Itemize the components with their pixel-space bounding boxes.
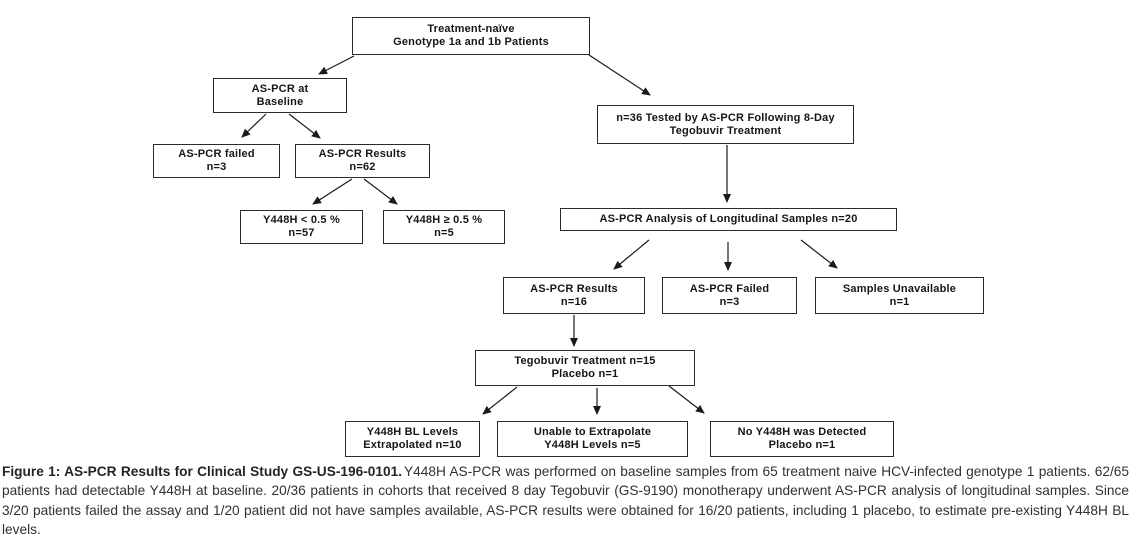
node-line: Treatment-naïve — [427, 23, 515, 35]
flow-node-unable-to-extrapolate: Unable to Extrapolate Y448H Levels n=5 — [497, 421, 688, 457]
arrow-longitudinal-20-to-aspcr-results-16 — [613, 239, 650, 270]
flow-node-aspcr-results-n62: AS-PCR Results n=62 — [295, 144, 430, 178]
arrow-aspcr-baseline-to-aspcr-failed — [241, 113, 267, 138]
flow-node-y448h-bl-levels: Y448H BL Levels Extrapolated n=10 — [345, 421, 480, 457]
node-line: Y448H BL Levels — [366, 426, 459, 438]
node-line: Genotype 1a and 1b Patients — [393, 36, 549, 48]
node-line: Y448H < 0.5 % — [263, 214, 340, 226]
flow-node-y448h-lt-05: Y448H < 0.5 % n=57 — [240, 210, 363, 244]
node-line: Placebo n=1 — [551, 368, 619, 380]
node-line: n=36 Tested by AS-PCR Following 8-Day — [616, 111, 835, 124]
figure-caption: Figure 1: AS-PCR Results for Clinical St… — [2, 462, 1129, 540]
node-line: AS-PCR Analysis of Longitudinal Samples … — [599, 213, 858, 225]
flow-node-samples-unavailable: Samples Unavailable n=1 — [815, 277, 984, 314]
flow-node-aspcr-results-n16: AS-PCR Results n=16 — [503, 277, 645, 314]
flow-node-tegobuvir-treatment: Tegobuvir Treatment n=15 Placebo n=1 — [475, 350, 695, 386]
flow-node-aspcr-failed-n3-right: AS-PCR Failed n=3 — [662, 277, 797, 314]
node-line: n=5 — [434, 227, 454, 239]
node-line: Y448H ≥ 0.5 % — [405, 214, 483, 226]
node-line: n=57 — [288, 227, 315, 239]
arrow-treatment-naive-to-n36-tested — [588, 54, 651, 96]
node-line: Baseline — [256, 95, 304, 108]
node-line: AS-PCR at — [251, 82, 309, 95]
node-line: Extrapolated n=10 — [363, 439, 462, 451]
flow-node-aspcr-failed-n3: AS-PCR failed n=3 — [153, 144, 280, 178]
node-line: AS-PCR Results — [318, 148, 407, 160]
arrow-aspcr-results-62-to-y448h-ge — [363, 178, 398, 205]
flow-node-aspcr-at-baseline: AS-PCR at Baseline — [213, 78, 347, 113]
caption-body: Y448H AS-PCR was performed on baseline s… — [2, 464, 1129, 538]
arrow-longitudinal-20-to-samples-unavailable — [800, 239, 838, 269]
node-line: n=62 — [349, 161, 376, 173]
node-line: No Y448H was Detected — [737, 426, 867, 438]
arrow-tegobuvir-to-bl-levels — [482, 386, 518, 415]
node-line: AS-PCR Failed — [689, 282, 770, 295]
node-line: Y448H Levels n=5 — [544, 439, 641, 451]
arrow-aspcr-results-62-to-y448h-lt — [312, 178, 353, 205]
node-line: Samples Unavailable — [842, 282, 957, 295]
flow-node-treatment-naive: Treatment-naïve Genotype 1a and 1b Patie… — [352, 17, 590, 55]
node-line: AS-PCR failed — [178, 148, 255, 160]
flow-node-no-y448h-detected: No Y448H was Detected Placebo n=1 — [710, 421, 894, 457]
node-line: Tegobuvir Treatment n=15 — [514, 355, 656, 367]
flow-node-n36-tested: n=36 Tested by AS-PCR Following 8-Day Te… — [597, 105, 854, 144]
node-line: AS-PCR Results — [530, 282, 618, 295]
node-line: Placebo n=1 — [768, 439, 836, 451]
node-line: Unable to Extrapolate — [533, 426, 652, 438]
node-line: n=3 — [719, 295, 740, 308]
caption-title: Figure 1: AS-PCR Results for Clinical St… — [2, 464, 403, 479]
flow-node-longitudinal-samples-n20: AS-PCR Analysis of Longitudinal Samples … — [560, 208, 897, 231]
node-line: Tegobuvir Treatment — [669, 124, 782, 137]
node-line: n=1 — [889, 295, 910, 308]
node-line: n=3 — [206, 161, 227, 173]
arrow-aspcr-baseline-to-aspcr-results-62 — [288, 113, 321, 139]
arrow-tegobuvir-to-no-y448h — [668, 385, 705, 414]
arrow-treatment-naive-to-aspcr-baseline — [318, 55, 355, 75]
flow-node-y448h-ge-05: Y448H ≥ 0.5 % n=5 — [383, 210, 505, 244]
node-line: n=16 — [560, 295, 588, 308]
